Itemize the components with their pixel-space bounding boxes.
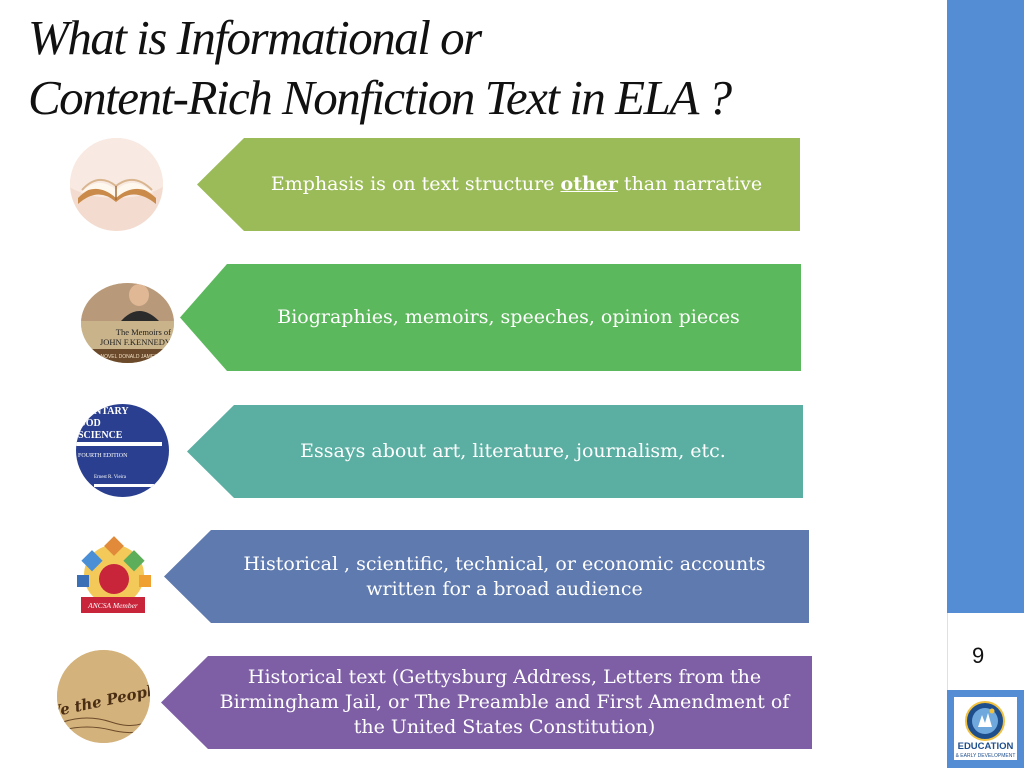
- constitution-document-image: We the People: [57, 650, 150, 743]
- science-title-line-1: MENTARY: [78, 406, 129, 417]
- science-author: Ernest R. Vieira: [94, 475, 127, 480]
- page-number-box: [947, 613, 1024, 690]
- page-number: 9: [972, 643, 985, 668]
- info-text-4: Historical , scientific, technical, or e…: [243, 552, 766, 600]
- memoir-title-line-1: The Memoirs of: [116, 327, 171, 337]
- memoir-title-line-2: JOHN F.KENNEDY: [100, 337, 171, 347]
- education-department-logo: EDUCATION & EARLY DEVELOPMENT: [954, 697, 1017, 760]
- info-text-3: Essays about art, literature, journalism…: [300, 440, 726, 462]
- title-line-2: Content-Rich Nonfiction Text in ELA ?: [28, 70, 732, 125]
- slide-title: What is Informational or Content-Rich No…: [28, 8, 908, 128]
- info-text-2: Biographies, memoirs, speeches, opinion …: [277, 306, 740, 328]
- ancsa-member-badge-image: ANCSA Member: [67, 533, 160, 626]
- jfk-memoir-book-image: The Memoirs of JOHN F.KENNEDY NOVEL DONA…: [81, 283, 174, 363]
- emphasis-other: other: [560, 173, 618, 195]
- open-book-image: [70, 138, 163, 231]
- info-text-1: Emphasis is on text structure other than…: [270, 173, 763, 195]
- info-text-5: Historical text (Gettysburg Address, Let…: [219, 666, 790, 738]
- science-edition: FOURTH EDITION: [78, 453, 128, 459]
- badge-label: ANCSA Member: [87, 601, 138, 610]
- food-science-book-image: MENTARY OOD SCIENCE FOURTH EDITION Ernes…: [76, 404, 169, 497]
- info-arrow-4: Historical , scientific, technical, or e…: [164, 530, 809, 623]
- memoir-author: NOVEL DONALD JAMES: [100, 354, 158, 360]
- info-arrow-1: Emphasis is on text structure other than…: [197, 138, 800, 231]
- info-arrow-2: Biographies, memoirs, speeches, opinion …: [180, 264, 801, 371]
- logo-text-education: EDUCATION: [958, 741, 1014, 752]
- info-arrow-3: Essays about art, literature, journalism…: [187, 405, 803, 498]
- info-arrow-5: Historical text (Gettysburg Address, Let…: [161, 656, 812, 749]
- logo-text-early-development: & EARLY DEVELOPMENT: [956, 753, 1016, 759]
- title-line-1: What is Informational or: [28, 10, 482, 65]
- science-title-line-3: SCIENCE: [78, 430, 123, 441]
- sidebar-accent-bar: [947, 0, 1024, 613]
- science-title-line-2: OOD: [78, 418, 101, 429]
